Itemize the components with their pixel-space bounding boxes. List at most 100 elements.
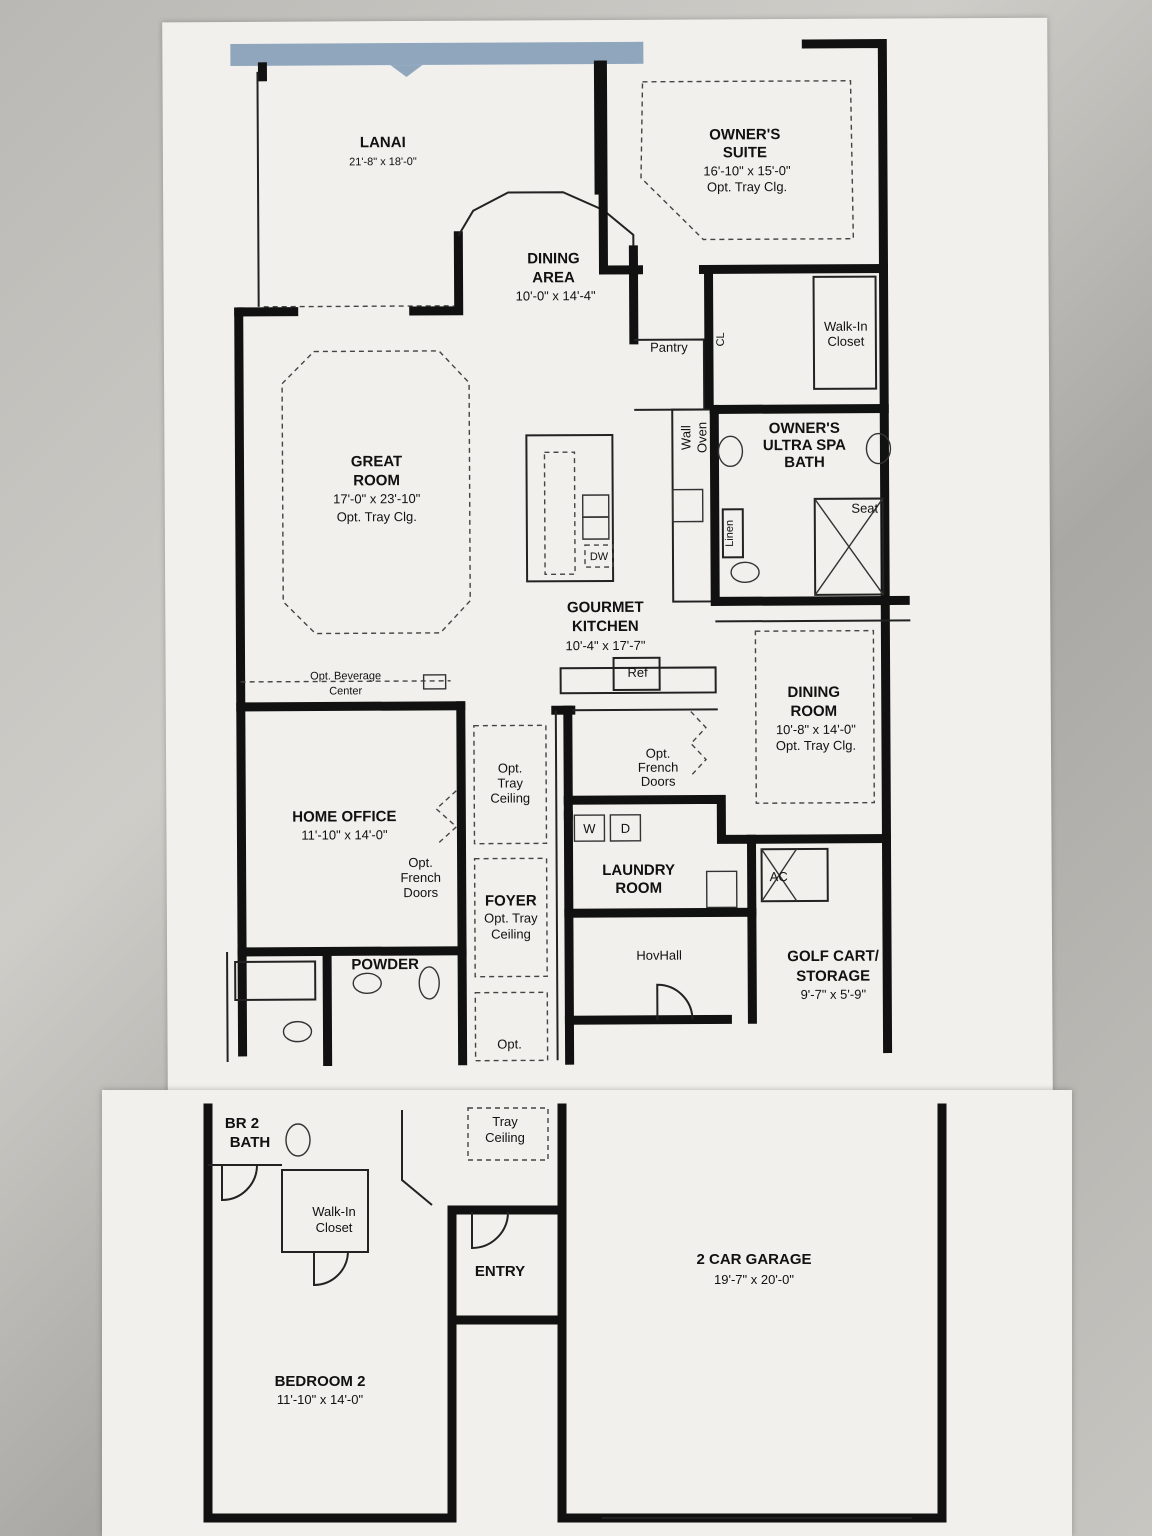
label-lanai: LANAI	[360, 134, 406, 151]
label-owners-bath-3: BATH	[784, 454, 825, 471]
hall-wall	[554, 710, 559, 1061]
island-overhang	[543, 451, 576, 576]
wall	[698, 264, 889, 275]
label-beverage-2: Center	[329, 685, 362, 697]
note-dining-room: Opt. Tray Clg.	[776, 738, 856, 753]
label-french-k-1: Opt.	[646, 746, 671, 761]
label-home-office: HOME OFFICE	[292, 808, 396, 826]
owners-suite-tray	[640, 80, 855, 241]
label-foyer-2: Opt. Tray	[484, 910, 538, 925]
washer	[573, 814, 606, 842]
shower-drain-lines	[814, 498, 884, 596]
french-doors-office	[435, 790, 458, 846]
walk-in-closet-walls	[812, 275, 878, 390]
label-french-o-2: French	[400, 870, 441, 885]
note-great-room: Opt. Tray Clg.	[337, 509, 417, 524]
great-room-tray	[281, 350, 471, 635]
label-french-k-2: French	[638, 760, 679, 775]
label-hovhall: HovHall	[636, 948, 682, 963]
br2-sink	[285, 1123, 311, 1157]
label-linen: Linen	[724, 520, 736, 547]
garage-walls	[557, 1103, 947, 1523]
kitchen-counter-bottom	[559, 666, 717, 695]
wall	[564, 1014, 732, 1025]
wall	[746, 834, 757, 1024]
linen-closet	[721, 508, 745, 559]
dim-bedroom2: 11'-10" x 14'-0"	[277, 1392, 364, 1407]
kitchen-island	[525, 433, 615, 583]
hovhall-door	[656, 983, 694, 1020]
label-ac: AC	[770, 869, 788, 884]
hall-wall	[567, 708, 718, 712]
beverage-center-counter	[240, 680, 451, 683]
br2-walk-in-closet	[281, 1169, 369, 1253]
wall	[236, 701, 466, 712]
sink-bowl	[581, 494, 610, 518]
wall	[409, 231, 464, 316]
foyer-tray	[473, 857, 548, 978]
label-tray-bottom-2: Ceiling	[485, 1130, 525, 1145]
entry-door	[471, 1211, 509, 1250]
powder-wall	[226, 951, 229, 1063]
beverage-cooler	[422, 674, 447, 690]
label-french-k-3: Doors	[641, 774, 676, 789]
lanai-slider	[263, 305, 454, 308]
label-kitchen-1: GOURMET	[567, 599, 644, 616]
label-golf-cart-1: GOLF CART/	[787, 948, 880, 965]
dim-golf-cart: 9'-7" x 5'-9"	[801, 987, 867, 1002]
dining-room-wall	[715, 619, 911, 623]
label-dining-room-1: DINING	[787, 684, 840, 701]
hall-door	[401, 1110, 433, 1206]
label-br2-bath-1: BR 2	[225, 1115, 259, 1132]
br2-toilet	[282, 1020, 313, 1043]
label-foyer-3: Ceiling	[491, 926, 531, 941]
label-ref: Ref	[627, 665, 648, 680]
label-bedroom2: BEDROOM 2	[275, 1373, 366, 1390]
powder-toilet	[352, 972, 382, 994]
label-foyer: FOYER	[485, 892, 537, 909]
exterior-wall-right	[801, 39, 893, 1054]
dim-home-office: 11'-10" x 14'-0"	[301, 827, 388, 842]
ac-unit	[760, 847, 829, 903]
floor-plan-sheet-bottom: BR 2 BATH Tray Ceiling Walk-In Closet EN…	[102, 1090, 1072, 1536]
label-laundry-1: LAUNDRY	[602, 862, 675, 879]
wall	[564, 907, 757, 918]
wall	[322, 951, 333, 1066]
lanai-edge	[230, 41, 644, 66]
wall	[704, 272, 714, 409]
br2-bath-door	[221, 1164, 258, 1202]
wall	[709, 404, 889, 414]
label-entry: ENTRY	[475, 1263, 525, 1280]
dim-dining-area: 10'-0" x 14'-4"	[516, 288, 596, 303]
label-pantry: Pantry	[650, 340, 688, 355]
pantry-walls	[633, 338, 706, 411]
label-powder: POWDER	[351, 956, 419, 973]
label-tray-hall-3: Ceiling	[490, 790, 530, 805]
exterior-wall-left	[203, 1103, 457, 1523]
label-great-room-1: GREAT	[351, 453, 402, 470]
dim-garage: 19'-7" x 20'-0"	[714, 1272, 794, 1287]
sink-bowl	[582, 516, 610, 540]
dining-bay	[457, 191, 635, 260]
label-walkin-1: Walk-In	[824, 319, 868, 334]
dim-lanai: 21'-8" x 18'-0"	[349, 156, 417, 168]
label-owners-suite-1: OWNER'S	[709, 126, 780, 143]
dim-owners-suite: 16'-10" x 15'-0"	[703, 163, 791, 178]
tray-ceiling-bottom	[467, 1107, 549, 1161]
label-french-o-3: Doors	[403, 885, 438, 900]
bathtub	[234, 960, 317, 1001]
label-kitchen-2: KITCHEN	[572, 618, 639, 635]
label-opt-cut: Opt.	[497, 1036, 522, 1051]
bath-toilet	[730, 561, 760, 583]
powder-sink	[418, 966, 440, 1000]
label-great-room-2: ROOM	[353, 472, 400, 489]
cooktop	[671, 488, 704, 523]
wall	[597, 60, 644, 275]
label-wall-oven-2: Oven	[694, 422, 709, 453]
closet-door	[313, 1251, 349, 1287]
label-tray-hall-2: Tray	[497, 775, 523, 790]
label-walkin-2: Closet	[827, 334, 864, 349]
dim-great-room: 17'-0" x 23'-10"	[333, 491, 421, 506]
label-owners-bath-2: ULTRA SPA	[763, 437, 846, 454]
laundry-sink	[705, 870, 738, 909]
